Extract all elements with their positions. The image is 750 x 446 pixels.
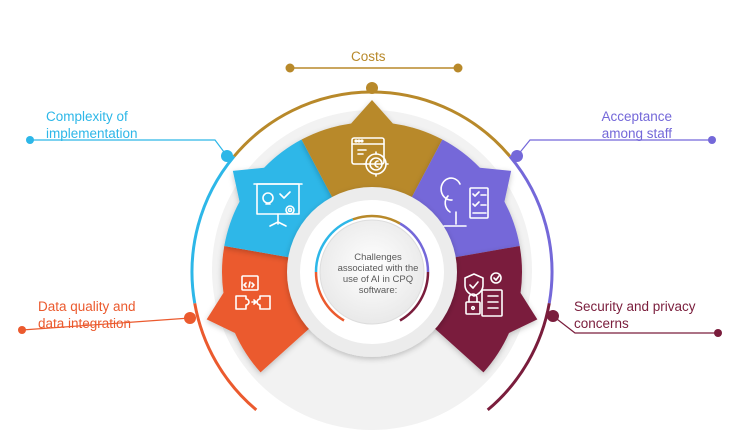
label-security: Security and privacy concerns xyxy=(574,299,696,331)
connector-data-quality xyxy=(18,312,196,334)
center-text: Challenges associated with the use of AI… xyxy=(337,252,419,296)
hub-arc-complexity xyxy=(314,218,354,273)
browser-gear-coin-icon xyxy=(351,137,389,177)
security-shield-lock-icon xyxy=(464,272,503,317)
label-complexity: Complexity of implementation xyxy=(46,109,138,141)
ring-arc-acceptance xyxy=(508,155,554,304)
segment-acceptance xyxy=(411,139,520,258)
puzzle-code-icon xyxy=(235,275,271,310)
label-data-quality: Data quality and data integration xyxy=(38,299,136,331)
connector-security xyxy=(547,310,722,337)
segment-costs xyxy=(301,100,443,198)
ring-arc-complexity xyxy=(190,155,236,304)
person-checklist-icon xyxy=(440,177,489,227)
segment-security xyxy=(434,245,538,373)
hub-arc-acceptance xyxy=(399,222,430,273)
connector-lines xyxy=(18,63,722,337)
hub-core xyxy=(319,219,425,325)
connector-costs xyxy=(285,63,463,94)
connector-complexity xyxy=(26,136,233,162)
label-acceptance: Acceptance among staff xyxy=(601,109,672,141)
segment-data-quality xyxy=(206,245,310,373)
connector-acceptance xyxy=(511,136,716,162)
hub-arc-data-quality xyxy=(314,271,345,322)
ring-arc-security xyxy=(486,302,551,412)
segment-complexity xyxy=(224,139,333,258)
presentation-idea-icon xyxy=(253,183,303,227)
segments xyxy=(206,100,538,373)
hub-arc-costs xyxy=(352,214,401,225)
ring-arc-data-quality xyxy=(193,302,258,412)
hub-arc-security xyxy=(399,271,430,322)
hub-color-ring xyxy=(314,214,430,322)
label-costs: Costs xyxy=(351,49,386,64)
